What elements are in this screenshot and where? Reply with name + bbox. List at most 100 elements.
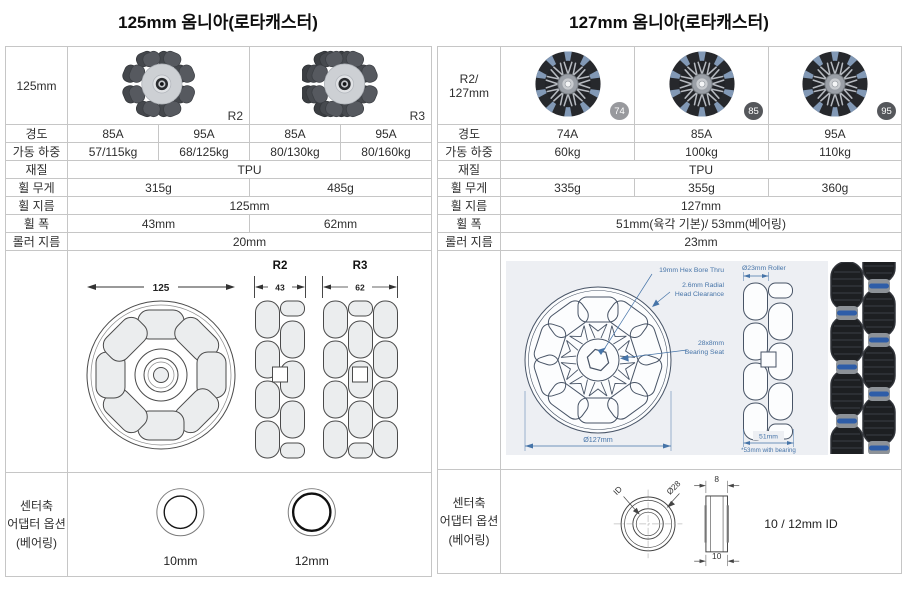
dimension-roller-23mm: Ø23mm Roller	[742, 265, 787, 281]
row-label-weight: 휠 무게	[5, 178, 68, 197]
spec-cell: 95A	[158, 124, 250, 143]
wheel-side-photo-svg	[830, 262, 896, 454]
adapter-label: 센터축 어댑터 옵션 (베어링)	[437, 469, 501, 574]
row-label-roller: 롤러 지름	[5, 232, 68, 251]
spec-cell: 60kg	[500, 142, 635, 161]
spec-table-125: 125mm R2 R3	[5, 46, 432, 577]
adapter-options-cell: 10mm 12mm	[67, 472, 432, 577]
svg-text:Head Clearance: Head Clearance	[675, 291, 724, 298]
hardness-badge-85: 85	[744, 102, 763, 120]
bearing-side-view	[704, 495, 729, 553]
spec-cell: 85A	[634, 124, 769, 143]
dimension-125: 125	[86, 283, 235, 294]
spec-cell: 85A	[249, 124, 341, 143]
row-label-diameter: 휠 지름	[5, 196, 68, 215]
spec-table-127: R2/ 127mm 74 85 95	[437, 46, 902, 574]
svg-text:43: 43	[275, 283, 285, 293]
annotation-hex-bore: 19mm Hex Bore Thru	[597, 267, 724, 355]
wheel-photo-r3: R3	[249, 46, 432, 125]
side-view-r3: R3 62	[321, 260, 398, 459]
row-label-roller: 롤러 지름	[437, 232, 501, 251]
spec-cell: TPU	[500, 160, 902, 179]
ring-10mm	[155, 488, 204, 537]
adapter-label: 센터축 어댑터 옵션 (베어링)	[5, 472, 68, 577]
svg-text:51mm: 51mm	[759, 434, 778, 441]
hardness-badge-95: 95	[877, 102, 896, 120]
row-label-hardness: 경도	[5, 124, 68, 143]
panel-127mm: 127mm 옴니아(로타캐스터) R2/ 127mm 74 85	[437, 0, 902, 574]
spec-cell: 80/160kg	[340, 142, 432, 161]
bearing-width-dim: 8	[694, 474, 740, 494]
size-label: R2/ 127mm	[437, 46, 501, 125]
row-label-weight: 휠 무게	[437, 178, 501, 197]
spec-cell: 57/115kg	[67, 142, 159, 161]
front-view-125	[86, 300, 235, 450]
spec-cell: 335g	[500, 178, 635, 197]
wheel-photo-95a: 95	[768, 46, 902, 125]
svg-text:R2: R2	[272, 260, 287, 272]
adapter-rings-svg: 10mm 12mm	[155, 488, 336, 568]
spec-cell: 100kg	[634, 142, 769, 161]
svg-text:*53mm with bearing: *53mm with bearing	[741, 447, 796, 454]
wheel-photo-74a: 74	[500, 46, 635, 125]
svg-text:19mm Hex Bore Thru: 19mm Hex Bore Thru	[659, 267, 724, 274]
row-label-material: 재질	[437, 160, 501, 179]
dimension-127mm: Ø127mm	[524, 391, 672, 451]
adapter-option-12mm: 12mm	[294, 554, 328, 568]
spec-cell: 51mm(육각 기본)/ 53mm(베어링)	[500, 214, 902, 233]
variant-label-r3: R3	[409, 109, 425, 123]
spec-cell: 80/130kg	[249, 142, 341, 161]
drawing-127-svg: 19mm Hex Bore Thru 2.6mm Radial Head Cle…	[524, 265, 796, 454]
front-view-127	[524, 286, 672, 434]
spec-cell: 20mm	[67, 232, 432, 251]
row-label-width: 휠 폭	[5, 214, 68, 233]
spec-cell: 43mm	[67, 214, 250, 233]
spec-cell: 355g	[634, 178, 769, 197]
row-label-hardness: 경도	[437, 124, 501, 143]
svg-text:8: 8	[714, 474, 719, 484]
empty-label-cell	[5, 250, 68, 473]
wheel-photo-r2: R2	[67, 46, 250, 125]
dimension-51mm: 51mm *53mm with bearing	[741, 429, 796, 454]
variant-label-r2: R2	[227, 109, 243, 123]
bearing-bore-dim: 10	[694, 551, 740, 567]
hardness-badge-74: 74	[610, 102, 629, 120]
spec-cell: 95A	[340, 124, 432, 143]
drawing-panel-127: 19mm Hex Bore Thru 2.6mm Radial Head Cle…	[506, 261, 828, 455]
side-view-127	[743, 282, 793, 441]
spec-cell: 68/125kg	[158, 142, 250, 161]
omni-wheel-photo-74a	[534, 50, 601, 118]
bearing-drawing-svg: ID Ø28	[611, 474, 838, 567]
panel-125mm: 125mm 옴니아(로타캐스터) 125mm R2	[5, 0, 432, 577]
page-title-125: 125mm 옴니아(로타캐스터)	[118, 13, 318, 32]
bearing-note: 10 / 12mm ID	[764, 517, 838, 531]
ring-12mm	[287, 488, 336, 537]
spec-cell: TPU	[67, 160, 432, 179]
spec-cell: 315g	[67, 178, 250, 197]
svg-text:Ø28: Ø28	[664, 478, 682, 496]
wheel-side-photo	[826, 262, 900, 454]
omni-wheel-photo-85a	[668, 50, 735, 118]
bearing-front-view	[613, 489, 683, 559]
technical-drawing-125: 125 R2 43	[67, 250, 432, 473]
row-label-width: 휠 폭	[437, 214, 501, 233]
omni-wheel-photo-95a	[801, 50, 869, 118]
svg-text:ID: ID	[611, 484, 624, 497]
spec-cell: 485g	[249, 178, 432, 197]
svg-text:Bearing Seat: Bearing Seat	[685, 349, 724, 356]
omni-wheel-photo-r3	[297, 49, 380, 119]
spec-cell: 110kg	[768, 142, 902, 161]
omni-wheel-photo-r2	[119, 49, 197, 119]
svg-text:10: 10	[712, 551, 722, 561]
spec-cell: 127mm	[500, 196, 902, 215]
svg-text:28x8mm: 28x8mm	[698, 340, 724, 347]
size-label: 125mm	[5, 46, 68, 125]
svg-text:2.6mm Radial: 2.6mm Radial	[682, 282, 724, 289]
annotation-bearing-seat: 28x8mm Bearing Seat	[620, 340, 724, 362]
spec-cell: 360g	[768, 178, 902, 197]
svg-text:Ø127mm: Ø127mm	[583, 435, 613, 444]
side-view-r2: R2 43	[253, 260, 306, 459]
drawing-125-svg: 125 R2 43	[86, 260, 398, 459]
row-label-load: 가동 하중	[437, 142, 501, 161]
